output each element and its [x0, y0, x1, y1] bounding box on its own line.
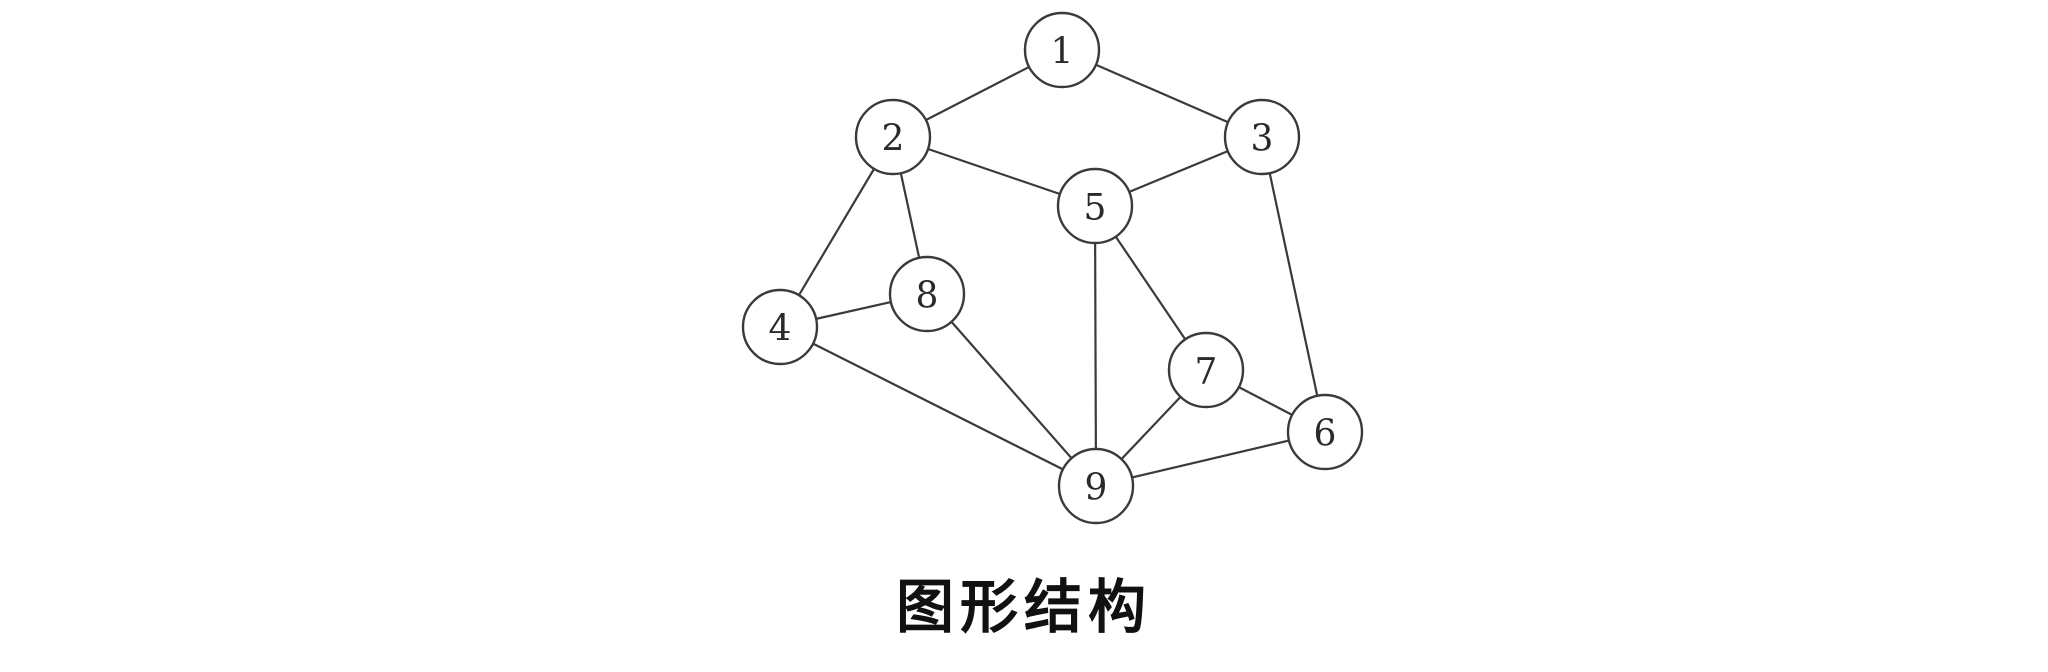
node-3: 3: [1223, 98, 1301, 176]
node-circle: [888, 255, 966, 333]
node-label: 2: [882, 119, 905, 160]
node-4: 4: [741, 288, 819, 366]
node-2: 2: [854, 98, 932, 176]
node-label: 3: [1251, 119, 1274, 160]
node-circle: [1057, 447, 1135, 525]
edge-4-9: [779, 326, 1097, 487]
node-label: 9: [1085, 468, 1108, 509]
node-7: 7: [1167, 331, 1245, 409]
node-label: 7: [1195, 352, 1218, 393]
node-circle: [1223, 98, 1301, 176]
edge-5-9: [1093, 205, 1098, 487]
node-6: 6: [1286, 393, 1364, 471]
node-1: 1: [1023, 11, 1101, 89]
node-8: 8: [888, 255, 966, 333]
node-label: 8: [916, 276, 939, 317]
node-circle: [1286, 393, 1364, 471]
node-circle: [854, 98, 932, 176]
diagram-caption: 图形结构: [895, 573, 1152, 641]
edge-3-6: [1260, 136, 1327, 433]
node-layer: 1 2 3 4 5 6 7 8 9: [741, 11, 1364, 525]
node-circle: [1056, 167, 1134, 245]
node-circle: [741, 288, 819, 366]
edge-6-9: [1095, 430, 1326, 488]
node-5: 5: [1056, 167, 1134, 245]
node-circle: [1167, 331, 1245, 409]
node-label: 1: [1051, 32, 1074, 73]
node-circle: [1023, 11, 1101, 89]
node-label: 5: [1084, 188, 1107, 229]
node-label: 6: [1314, 414, 1337, 455]
node-9: 9: [1057, 447, 1135, 525]
edge-8-9: [926, 293, 1097, 487]
node-label: 4: [769, 309, 792, 350]
